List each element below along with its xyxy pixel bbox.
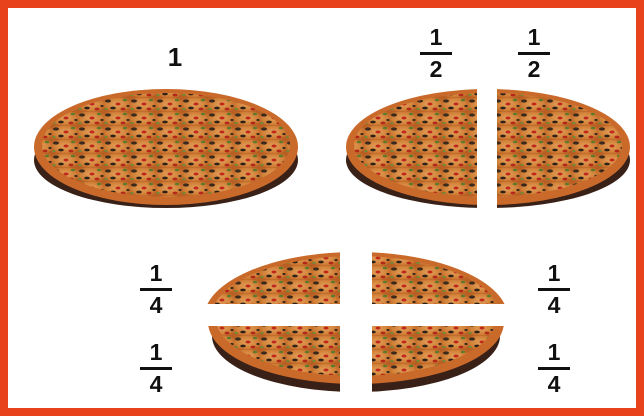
whole-pizza [34,89,298,208]
